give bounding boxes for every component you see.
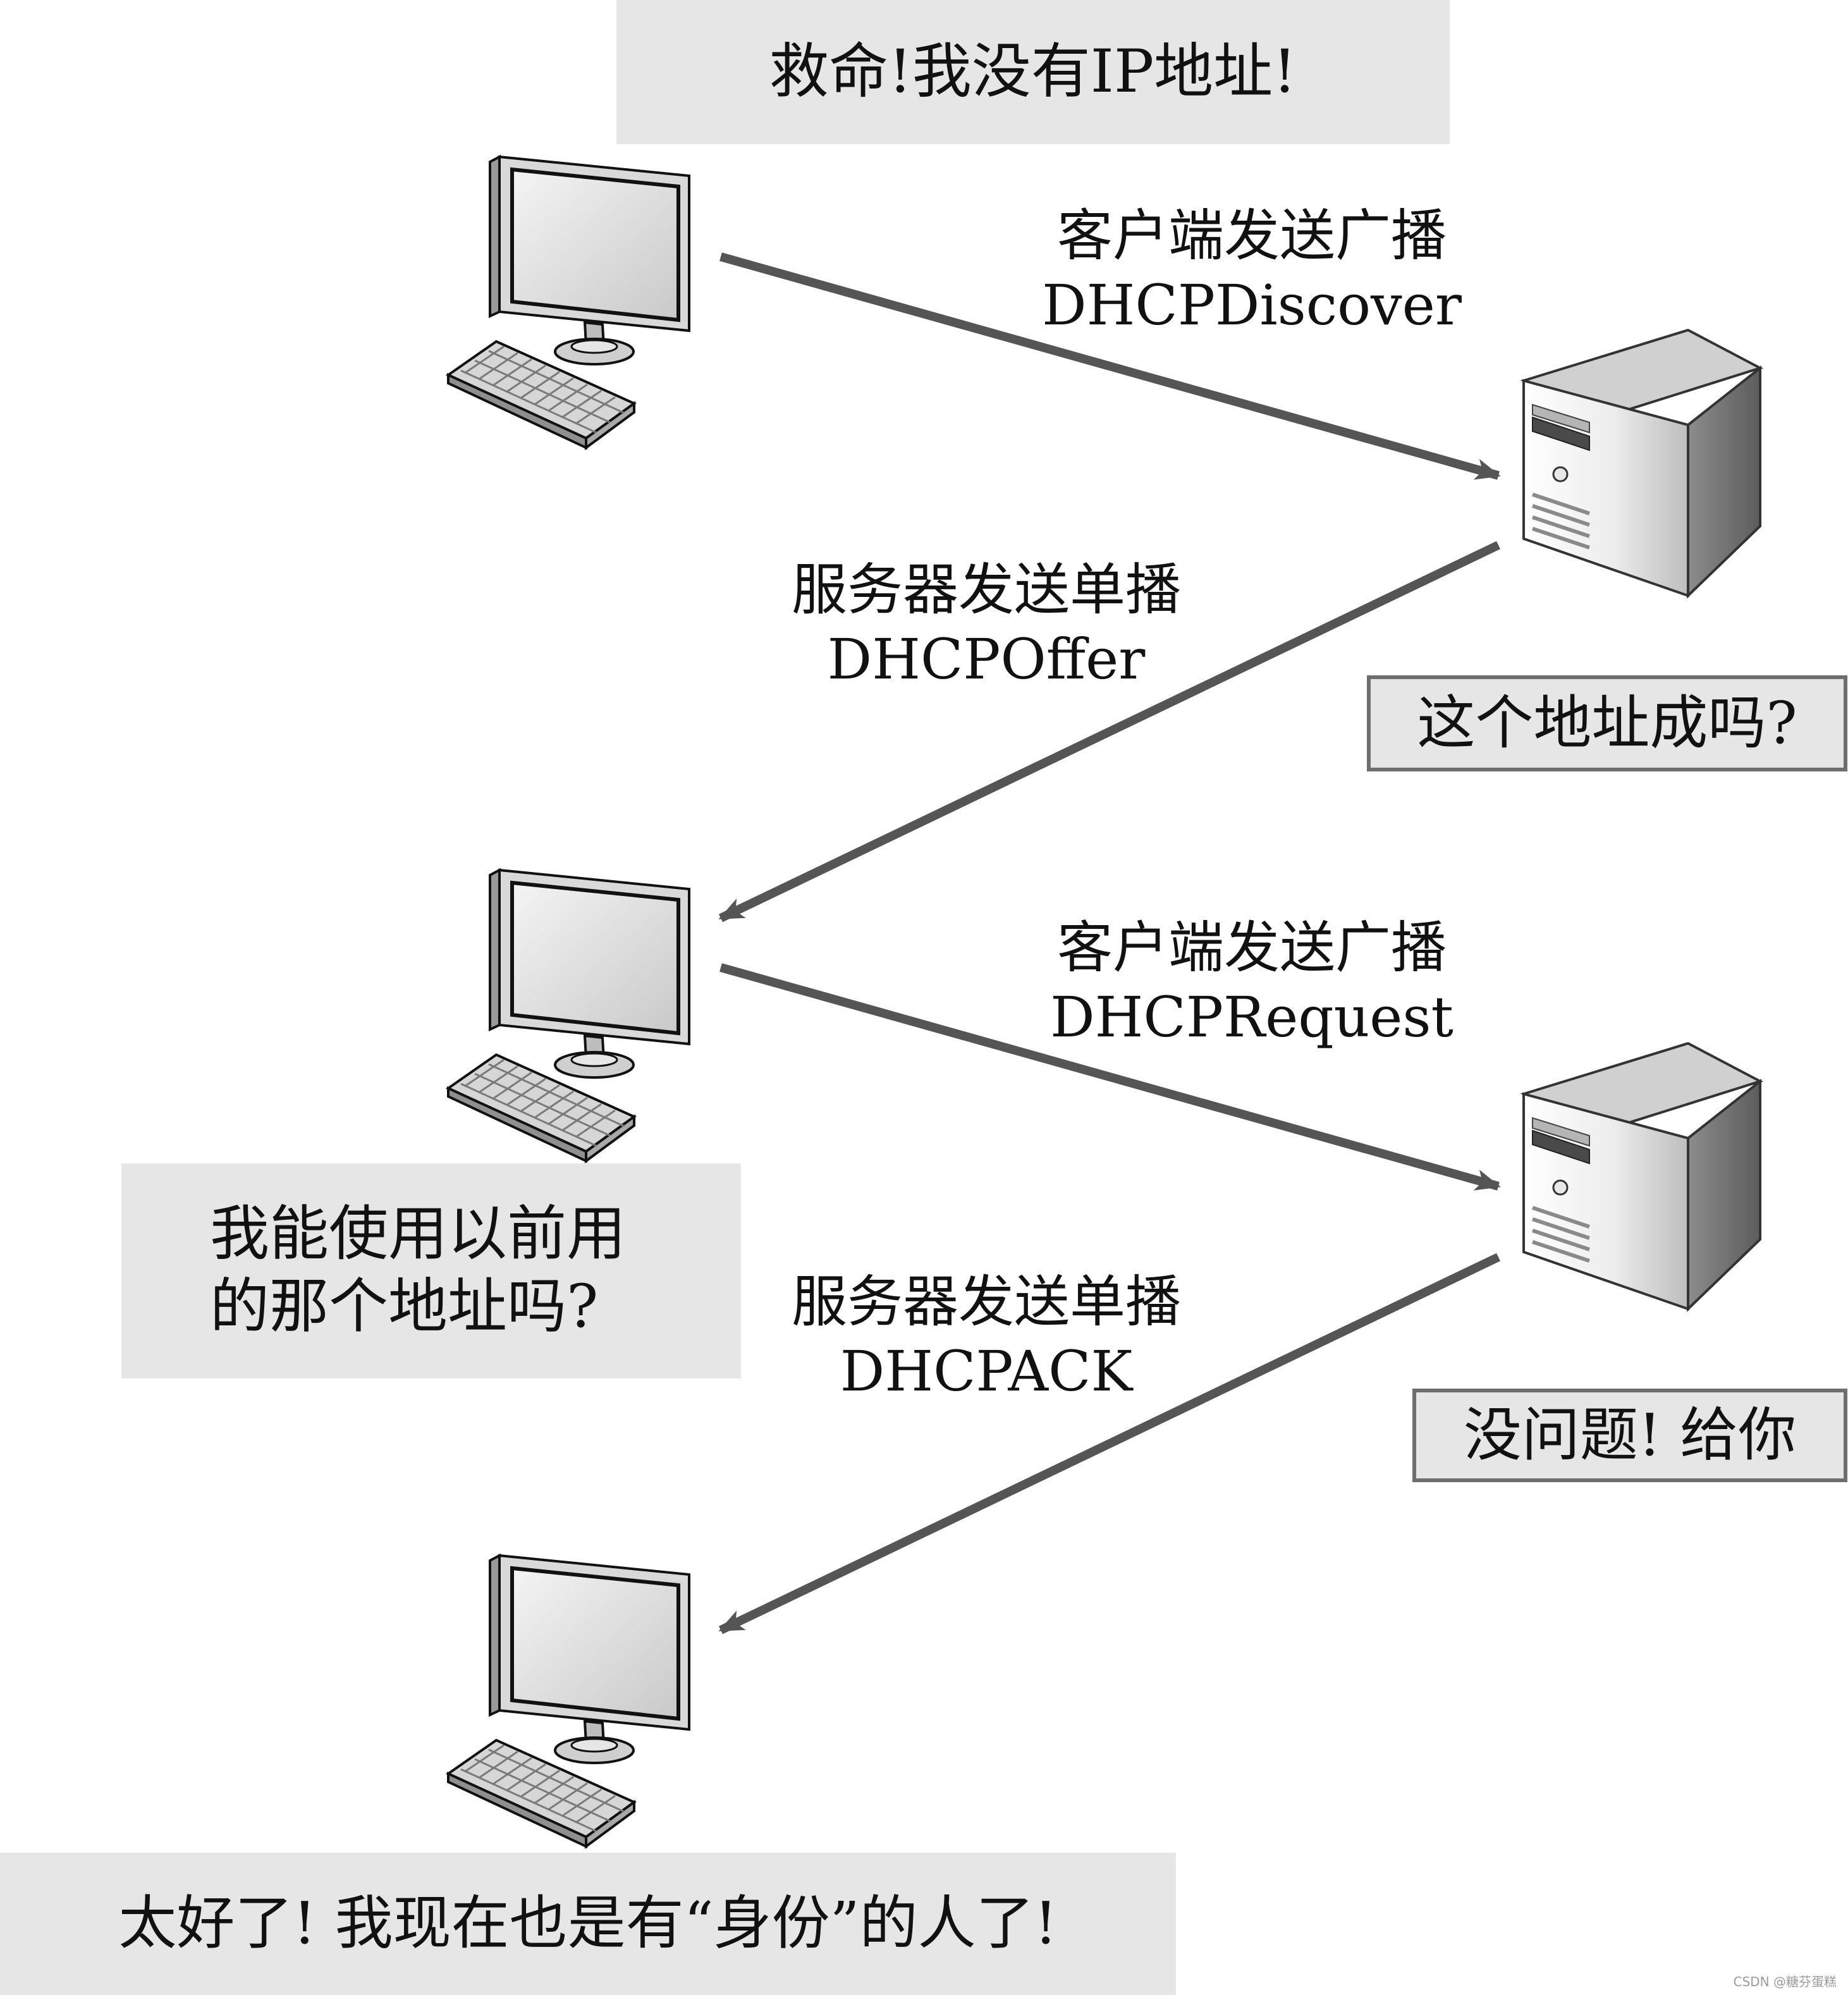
- request-label: 客户端发送广播 DHCPRequest: [1012, 913, 1492, 1052]
- client-request-speech: 我能使用以前用的那个地址吗?: [121, 1163, 741, 1378]
- request-name: DHCPRequest: [1050, 985, 1453, 1050]
- offer-arrow: [718, 541, 1501, 923]
- client-start-text: 救命!我没有IP地址!: [769, 37, 1297, 106]
- watermark: CSDN @糖芬蛋糕: [1733, 1974, 1837, 1989]
- client-computer-icon: [448, 1556, 689, 1846]
- discover-label: 客户端发送广播 DHCPDiscover: [1012, 201, 1492, 340]
- offer-name: DHCPOffer: [827, 627, 1146, 692]
- server-ack-speech: 没问题! 给你: [1412, 1389, 1847, 1482]
- server-offer-text: 这个地址成吗?: [1417, 689, 1797, 757]
- client-done-text: 太好了! 我现在也是有“身份”的人了!: [118, 1889, 1058, 1958]
- offer-label: 服务器发送单播 DHCPOffer: [746, 555, 1227, 694]
- client-start-speech: 救命!我没有IP地址!: [616, 0, 1450, 144]
- client-computer-icon: [448, 157, 689, 448]
- ack-label: 服务器发送单播 DHCPACK: [746, 1267, 1227, 1406]
- ack-name: DHCPACK: [840, 1339, 1133, 1404]
- client-computer-icon: [448, 870, 689, 1161]
- server-ack-text: 没问题! 给你: [1463, 1401, 1797, 1469]
- offer-description: 服务器发送单播: [791, 557, 1181, 622]
- ack-arrow: [718, 1253, 1501, 1635]
- server-tower-icon: [1524, 330, 1760, 596]
- discover-description: 客户端发送广播: [1056, 203, 1447, 268]
- request-description: 客户端发送广播: [1056, 915, 1447, 980]
- discover-name: DHCPDiscover: [1042, 273, 1462, 338]
- server-offer-speech: 这个地址成吗?: [1367, 675, 1847, 771]
- client-done-speech: 太好了! 我现在也是有“身份”的人了!: [0, 1853, 1176, 1995]
- discover-arrow: [719, 252, 1501, 480]
- request-arrow: [719, 963, 1501, 1191]
- ack-description: 服务器发送单播: [791, 1269, 1181, 1334]
- server-tower-icon: [1524, 1043, 1760, 1309]
- client-request-text: 我能使用以前用的那个地址吗?: [210, 1200, 627, 1341]
